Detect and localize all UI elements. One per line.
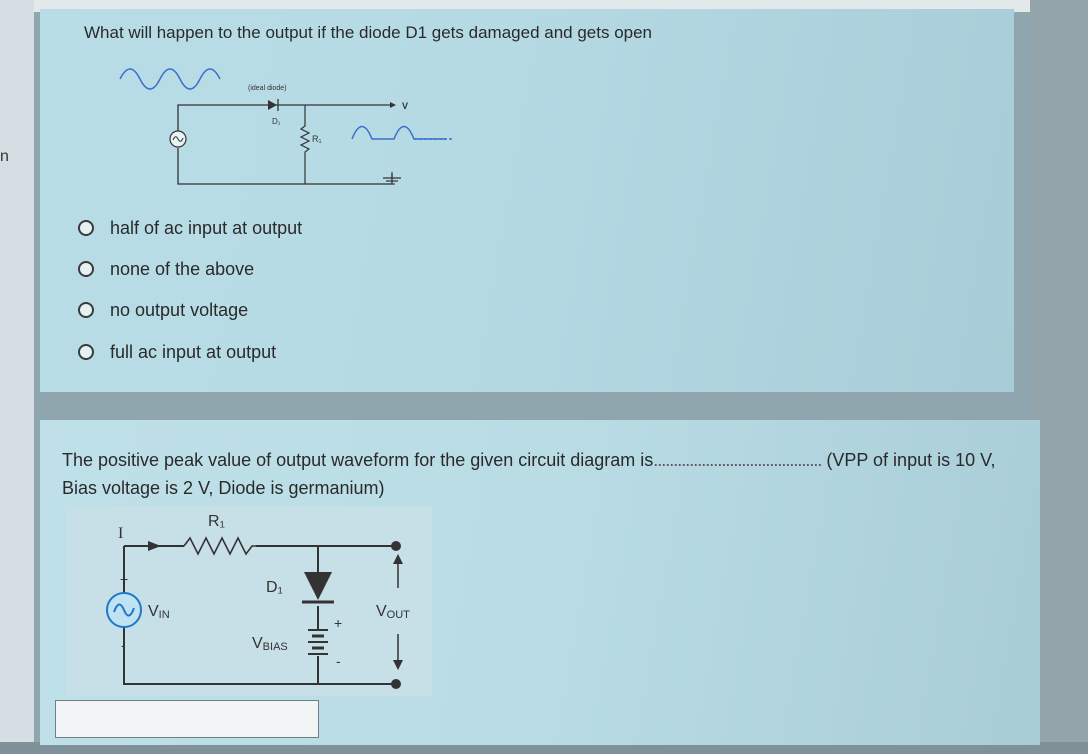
option-none-of-above[interactable]: none of the above (78, 256, 254, 282)
diode-d1-label: D₁ (266, 579, 283, 596)
option-full-ac-input[interactable]: full ac input at output (78, 339, 276, 365)
question-2-card: The positive peak value of output wavefo… (40, 420, 1040, 745)
diode-note-label: (ideal diode) (248, 85, 287, 92)
answer-input[interactable] (55, 700, 319, 738)
output-up-arrow-icon (393, 554, 403, 564)
bias-label: VBIAS (252, 635, 288, 653)
output-label: V (402, 101, 408, 111)
half-wave-rectifier-diagram: (ideal diode) D₁ R₁ V (119, 68, 452, 185)
biased-clipper-diagram-panel: I R₁ + - VIN D₁ + - VBIAS (66, 506, 432, 696)
current-arrow-icon (148, 541, 161, 551)
option-label: none of the above (110, 258, 255, 279)
diode-d1-icon (268, 99, 279, 111)
input-label: VIN (148, 603, 170, 621)
question-2-text-part1: The positive peak value of output wavefo… (62, 450, 654, 470)
radio-button[interactable] (78, 220, 94, 236)
output-top-terminal (391, 541, 401, 551)
bias-battery-icon (308, 629, 328, 655)
left-edge-panel (0, 0, 34, 754)
diode-d1-label: D₁ (272, 117, 281, 126)
biased-clipper-diagram: I R₁ + - VIN D₁ + - VBIAS (106, 513, 410, 689)
question-2-text: The positive peak value of output wavefo… (62, 446, 1002, 502)
source-plus-sign: + (120, 571, 128, 587)
resistor-r1-icon (183, 536, 256, 556)
option-label: half of ac input at output (110, 217, 303, 238)
input-sine-wave-icon (119, 68, 221, 90)
output-half-wave-icon (351, 125, 446, 140)
option-no-output[interactable]: no output voltage (78, 297, 248, 323)
resistor-r1-icon (299, 105, 311, 184)
output-bottom-terminal (391, 679, 401, 689)
blank-dots: ........................................… (653, 450, 822, 470)
question-1-text: What will happen to the output if the di… (84, 23, 653, 42)
output-label: VOUT (376, 603, 410, 621)
option-label: no output voltage (110, 299, 249, 320)
diode-d1-icon (302, 572, 334, 604)
question-2-text-part2: (VPP of input is 10 V, Bias voltage is 2… (62, 450, 996, 498)
radio-button[interactable] (78, 302, 94, 318)
question-1-card: What will happen to the output if the di… (40, 9, 1014, 392)
cropped-edge-text: n (0, 148, 9, 165)
left-wire (123, 546, 396, 685)
option-label: full ac input at output (110, 341, 277, 362)
ground-icon (383, 172, 401, 185)
resistor-r1-label: R₁ (208, 513, 225, 530)
radio-button[interactable] (78, 261, 94, 277)
ground-wire (177, 148, 393, 185)
current-label: I (118, 525, 123, 542)
source-minus-sign: - (121, 637, 126, 653)
output-arrow-icon (390, 102, 396, 108)
output-down-arrow-icon (393, 660, 403, 670)
radio-button[interactable] (78, 344, 94, 360)
input-wire (177, 104, 390, 140)
resistor-r1-label: R₁ (312, 134, 322, 144)
bias-plus-sign: + (334, 615, 342, 631)
bottom-edge-strip (0, 742, 1088, 754)
option-half-ac-input[interactable]: half of ac input at output (78, 215, 302, 241)
bias-minus-sign: - (336, 653, 341, 669)
